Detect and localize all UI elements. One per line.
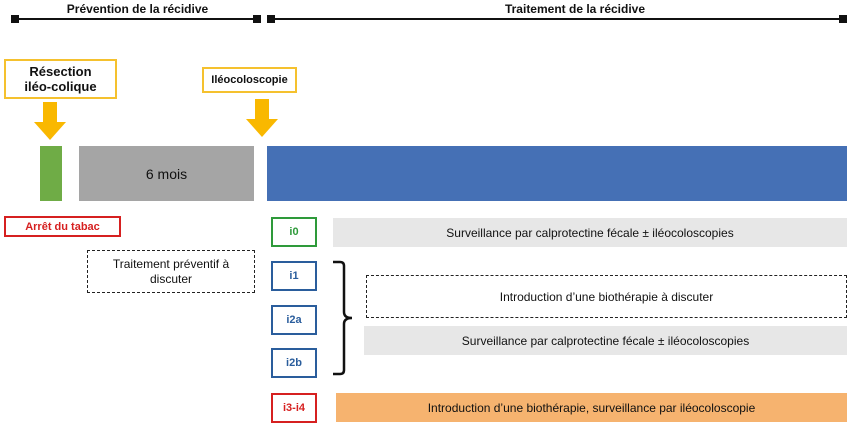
grade-i2b-box: i2b: [271, 348, 317, 378]
resection-label-line2: iléo-colique: [24, 79, 97, 94]
grade-i1-box: i1: [271, 261, 317, 291]
i1-i2-surveillance-band: Surveillance par calprotectine fécale ± …: [364, 326, 847, 355]
resection-down-arrow-icon: [34, 102, 66, 140]
grade-i0-box: i0: [271, 217, 317, 247]
grade-i3-i4-label: i3-i4: [282, 402, 305, 414]
treatment-end-marker: [839, 15, 847, 23]
grade-i2b-label: i2b: [286, 357, 302, 369]
prevention-start-marker: [11, 15, 19, 23]
treatment-timeline-line: [268, 18, 840, 20]
prevention-timeline-line: [14, 18, 257, 20]
six-months-label: 6 mois: [145, 165, 188, 182]
grade-i2a-label: i2a: [286, 314, 302, 326]
prevention-end-marker: [253, 15, 261, 23]
i0-surveillance-label: Surveillance par calprotectine fécale ± …: [446, 225, 734, 240]
smoking-cessation-box: Arrêt du tabac: [4, 216, 121, 237]
phase-title-traitement: Traitement de la récidive: [504, 2, 646, 16]
i1-i2-biotherapy-label: Introduction d’une biothérapie à discute…: [499, 289, 714, 304]
preventive-treatment-box: Traitement préventif à discuter: [87, 250, 255, 293]
grade-i0-label: i0: [289, 226, 299, 238]
resection-event-box: Résection iléo-colique: [4, 59, 117, 99]
i1-i2-surveillance-label: Surveillance par calprotectine fécale ± …: [461, 333, 750, 348]
smoking-cessation-label: Arrêt du tabac: [25, 220, 100, 233]
i3-i4-biotherapy-label: Introduction d’une biothérapie, surveill…: [427, 400, 756, 415]
grade-i2a-box: i2a: [271, 305, 317, 335]
preventive-treatment-line2: discuter: [149, 271, 193, 286]
preventive-treatment-line1: Traitement préventif à: [112, 256, 230, 271]
treatment-start-marker: [267, 15, 275, 23]
treatment-blue-bar: [267, 146, 847, 201]
grade-i1-label: i1: [289, 270, 299, 282]
phase-title-prevention: Prévention de la récidive: [66, 2, 209, 16]
six-months-gray-bar: 6 mois: [79, 146, 254, 201]
ileocoloscopie-label: Iléocoloscopie: [211, 74, 288, 86]
grade-i3-i4-box: i3-i4: [271, 393, 317, 423]
i3-i4-biotherapy-band: Introduction d’une biothérapie, surveill…: [336, 393, 847, 422]
resection-label-line1: Résection: [29, 64, 92, 79]
ileocoloscopie-event-box: Iléocoloscopie: [202, 67, 297, 93]
ileocoloscopie-down-arrow-icon: [246, 99, 278, 137]
i1-i2-biotherapy-box: Introduction d’une biothérapie à discute…: [366, 275, 847, 318]
i0-surveillance-band: Surveillance par calprotectine fécale ± …: [333, 218, 847, 247]
grouping-brace-icon: [333, 260, 353, 376]
surgery-green-bar: [40, 146, 62, 201]
